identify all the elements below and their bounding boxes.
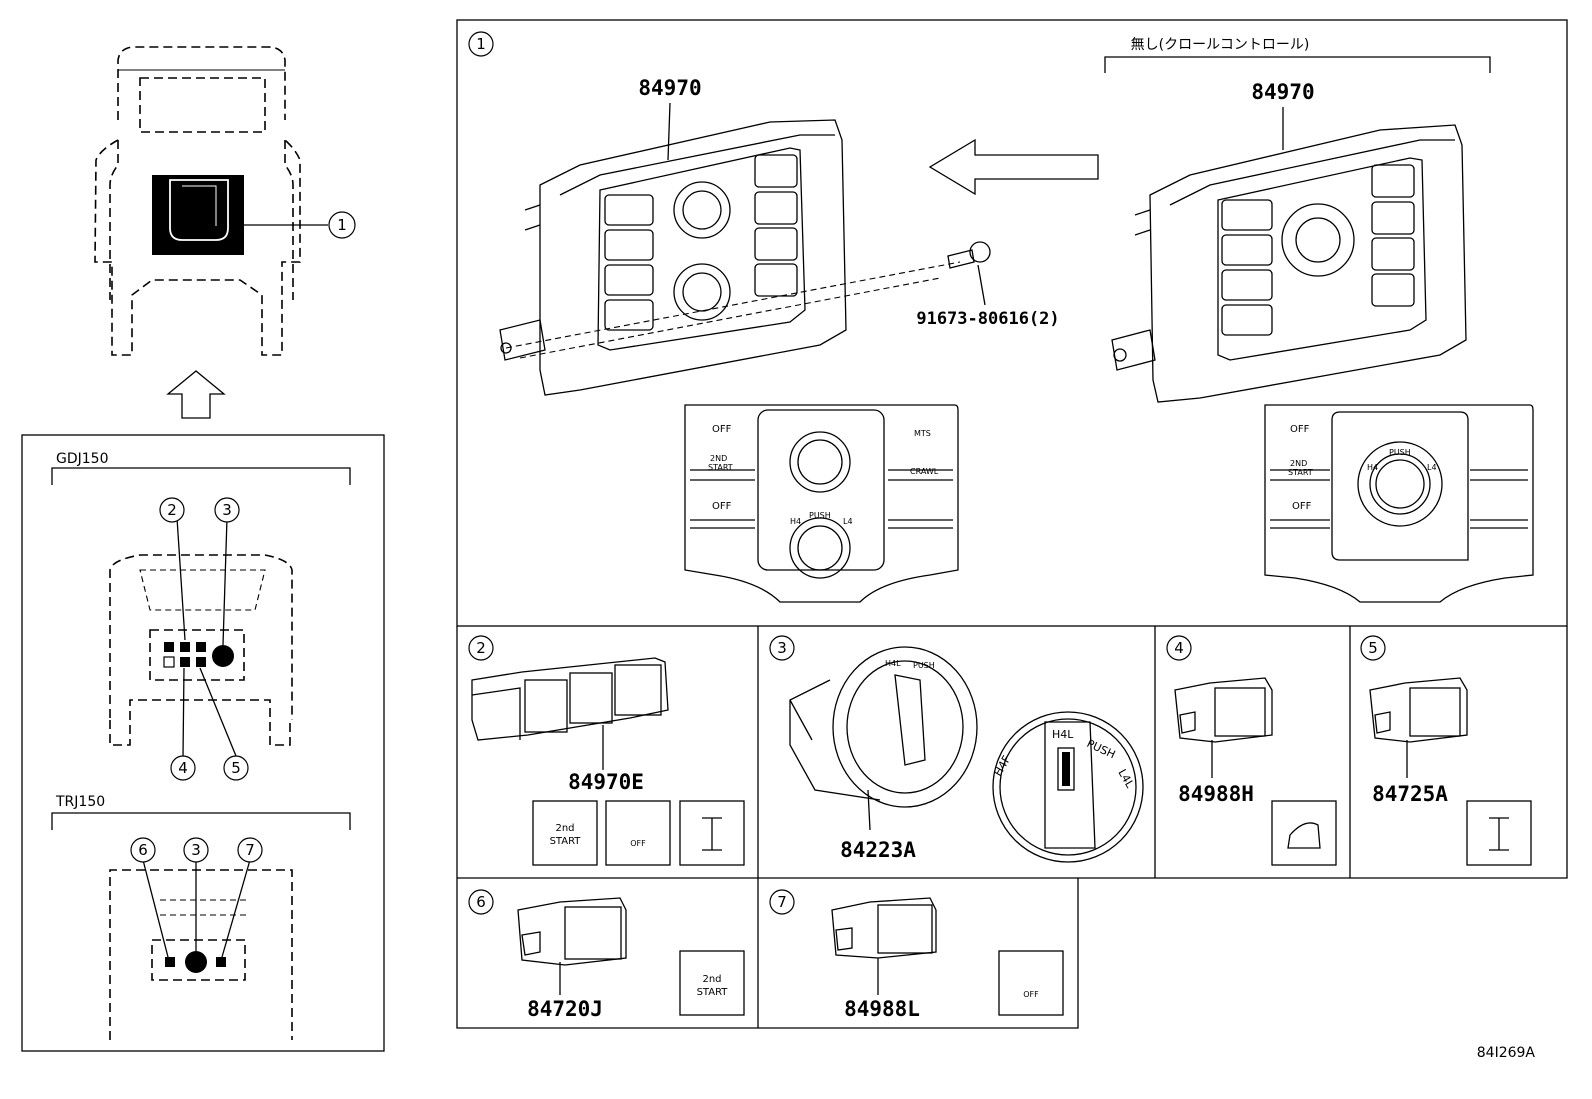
label-2nd-r: 2ND [1290, 459, 1307, 468]
transfer-dial-front: H4L PUSH L4L H4F [991, 711, 1144, 863]
panel-6-number: 6 [476, 893, 486, 911]
part-84720j: 84720J [527, 997, 603, 1021]
front-push: PUSH [1085, 737, 1118, 761]
part-84988l: 84988L [844, 997, 920, 1021]
switch-unit-left-isometric [499, 119, 847, 396]
panel-4-number: 4 [1174, 639, 1184, 657]
icon-2nd-start [532, 800, 598, 866]
callout-1-label: 1 [337, 216, 347, 234]
switch-panel-front-left: OFF 2ND START OFF MTS CRAWL H4 PUSH L4 [684, 404, 959, 603]
alt-note: 無し(クロールコントロール) [1131, 37, 1310, 53]
panel-2-number: 2 [476, 639, 486, 657]
icon-84720j-text-2: START [697, 987, 729, 998]
callout-7-label: 7 [245, 841, 255, 859]
panel-3: 3 H4L PUSH 84223A H4L PUSH L4L H4F [769, 635, 1144, 863]
switch-panel-front-right: OFF 2ND START OFF H4 PUSH L4 [1264, 404, 1534, 603]
part-84725a: 84725A [1372, 782, 1448, 806]
variant-trj150-label: TRJ150 [55, 794, 105, 810]
callout-6-label: 6 [138, 841, 148, 859]
part-84970-alt: 84970 [1251, 80, 1314, 104]
front-h4l: H4L [1052, 728, 1074, 741]
callout-1 [328, 211, 356, 239]
switch-84720j-isometric [517, 897, 627, 966]
diagram-id: 84I269A [1477, 1045, 1536, 1061]
part-84970e: 84970E [568, 770, 644, 794]
label-2nd: 2ND [710, 454, 727, 463]
label-crawl: CRAWL [910, 467, 939, 476]
panel-5-number: 5 [1368, 639, 1378, 657]
panel-frames [456, 19, 1568, 1029]
panel-3-number: 3 [777, 639, 787, 657]
panel-2: 2 84970E 2nd START OFF [468, 635, 745, 866]
switch-84970e-isometric [471, 657, 669, 741]
panel-1: 1 84970 無し(クロールコントロール) 84970 [468, 31, 1534, 603]
panel-6: 6 84720J 2nd START [468, 889, 745, 1021]
label-off-r1: OFF [1290, 424, 1310, 435]
icon-84988l-text: OFF [1023, 990, 1039, 999]
icon-diff-lock [679, 800, 745, 866]
label-start-r: START [1288, 468, 1313, 477]
label-h4-r: H4 [1367, 463, 1378, 472]
left-arrow-icon [928, 138, 1099, 196]
iso-push: PUSH [913, 661, 935, 670]
icon-84988l [998, 950, 1064, 1016]
label-l4: L4 [843, 517, 853, 526]
icon-84988h [1271, 800, 1337, 866]
label-start: START [708, 463, 733, 472]
label-off-1: OFF [712, 424, 732, 435]
panel-4: 4 84988H [1166, 635, 1337, 866]
switch-84988h-isometric [1174, 677, 1273, 743]
icon-84720j-text-1: 2nd [702, 974, 721, 985]
transfer-dial-isometric: H4L PUSH [789, 646, 978, 808]
part-84970-main: 84970 [638, 76, 701, 100]
callout-3b-label: 3 [191, 841, 201, 859]
label-off-2: OFF [712, 501, 732, 512]
panel-5: 5 84725A [1360, 635, 1532, 866]
icon-off-text: OFF [630, 839, 646, 848]
variant-gdj150-label: GDJ150 [56, 451, 108, 467]
icon-off [605, 800, 671, 866]
panel-7: 7 84988L OFF [769, 889, 1064, 1021]
switch-84988l-isometric [831, 897, 937, 959]
part-84988h: 84988H [1178, 782, 1254, 806]
callout-4-label: 4 [178, 759, 188, 777]
part-screw: 91673-80616(2) [916, 309, 1059, 329]
label-l4-r: L4 [1427, 463, 1437, 472]
icon-84720j [679, 950, 745, 1016]
variant-box: GDJ150 2 3 4 5 TRJ150 [21, 434, 385, 1052]
label-mts: MTS [914, 429, 931, 438]
callout-5-label: 5 [231, 759, 241, 777]
icon-start-text: START [550, 836, 582, 847]
callout-3-label: 3 [222, 501, 232, 519]
icon-84725a [1466, 800, 1532, 866]
part-84223a: 84223A [840, 838, 916, 862]
callout-2-label: 2 [167, 501, 177, 519]
label-push-r: PUSH [1389, 448, 1411, 457]
front-h4f: H4F [991, 753, 1013, 778]
iso-h4l: H4L [885, 659, 901, 668]
label-off-r2: OFF [1292, 501, 1312, 512]
label-h4: H4 [790, 517, 801, 526]
screw-icon [947, 241, 991, 269]
panel-1-number: 1 [476, 35, 486, 53]
console-overview-top: 1 [94, 46, 356, 419]
switch-unit-right-isometric [1111, 124, 1467, 403]
icon-2nd-text: 2nd [555, 823, 574, 834]
panel-7-number: 7 [777, 893, 787, 911]
switch-84725a-isometric [1369, 677, 1468, 743]
label-push: PUSH [809, 511, 831, 520]
